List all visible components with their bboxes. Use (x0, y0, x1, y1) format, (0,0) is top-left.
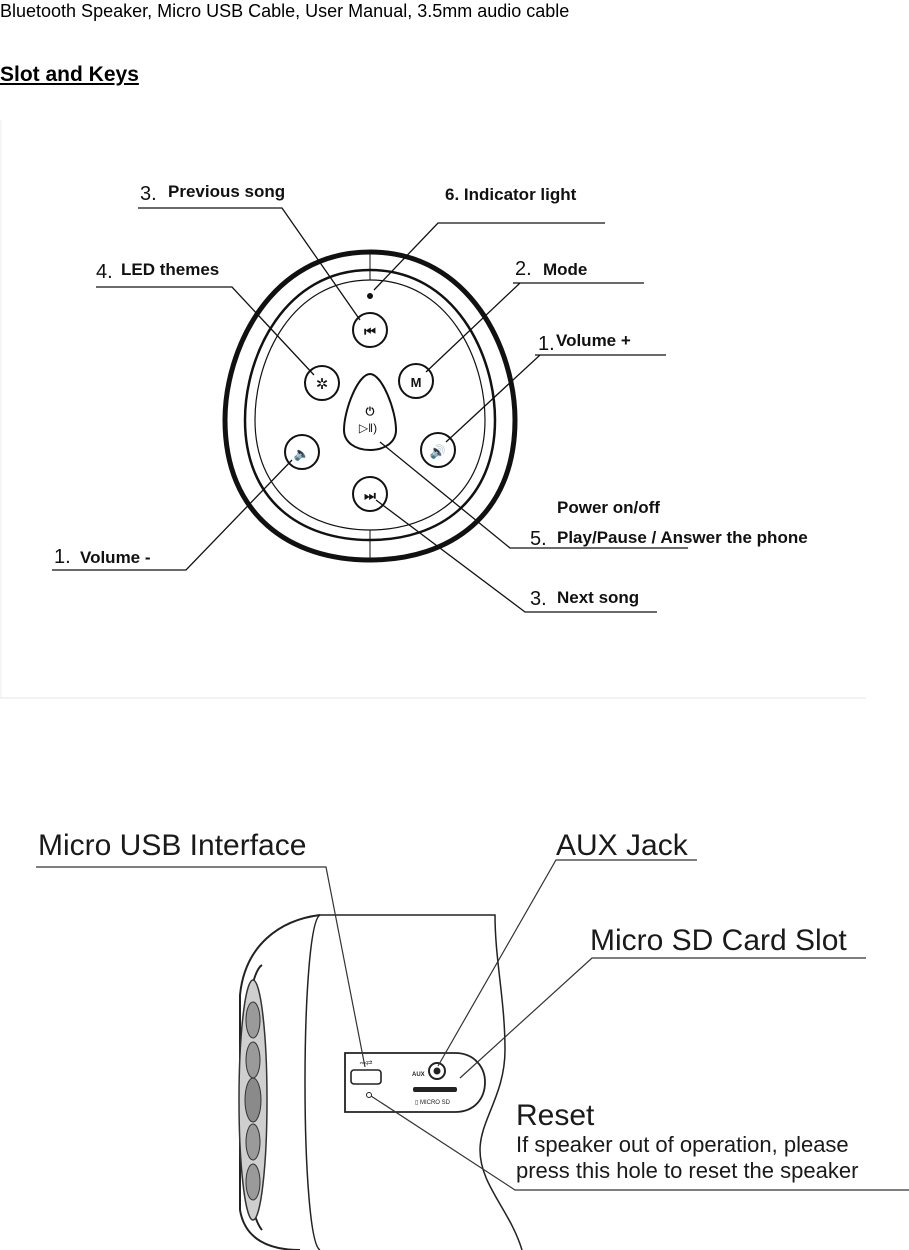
svg-text:⎓⇄: ⎓⇄ (360, 1058, 373, 1067)
volume-down-icon: 🔈 (284, 434, 320, 470)
next-song-icon: ⏭ (352, 476, 388, 512)
volume-down-number: 1. (54, 546, 71, 568)
svg-text:⏭: ⏭ (364, 488, 376, 503)
reset-description-line2: press this hole to reset the speaker (516, 1158, 858, 1183)
volume-up-number: 1. (538, 333, 555, 355)
led-themes-label: LED themes (121, 260, 219, 279)
svg-text:🔊: 🔊 (430, 443, 446, 460)
power-label: Power on/off (557, 498, 660, 517)
svg-text:M: M (411, 375, 422, 390)
next-song-number: 3. (530, 588, 547, 610)
svg-text:▯ MICRO SD: ▯ MICRO SD (415, 1100, 451, 1106)
slot-leader-lines (36, 859, 909, 1191)
intro-text: Bluetooth Speaker, Micro USB Cable, User… (0, 1, 570, 21)
svg-text:AUX: AUX (412, 1072, 425, 1078)
mode-label: Mode (543, 260, 587, 279)
leader-lines (52, 207, 688, 613)
next-song-label: Next song (557, 588, 639, 607)
keys-diagram: ⏮ ✲ M ⏻ ▷ǁ) 🔈 🔊 ⏭ 3. Previous song 6. In (0, 120, 866, 699)
previous-song-number: 3. (140, 183, 157, 205)
volume-up-label: Volume + (556, 331, 631, 350)
reset-description-line1: If speaker out of operation, please (516, 1132, 849, 1157)
previous-song-label: Previous song (168, 182, 285, 201)
port-panel: ⎓⇄ AUX ▯ MICRO SD (344, 1052, 486, 1113)
svg-text:⏮: ⏮ (364, 324, 376, 339)
sd-slot-icon (413, 1087, 457, 1092)
micro-usb-label: Micro USB Interface (38, 829, 306, 862)
play-pause-icon: ⏻ ▷ǁ) (342, 372, 398, 452)
sd-card-label: Micro SD Card Slot (590, 924, 847, 957)
mode-icon: M (398, 363, 434, 399)
previous-song-icon: ⏮ (352, 312, 388, 348)
play-pause-number: 5. (530, 528, 547, 550)
reset-label: Reset (516, 1099, 595, 1132)
svg-text:▷ǁ): ▷ǁ) (359, 421, 377, 435)
svg-text:🔈: 🔈 (294, 446, 310, 462)
svg-text:✲: ✲ (316, 376, 329, 393)
section-heading: Slot and Keys (0, 63, 139, 86)
indicator-light-label: 6. Indicator light (445, 185, 577, 204)
led-themes-number: 4. (96, 261, 113, 283)
mode-number: 2. (515, 258, 532, 280)
svg-text:⏻: ⏻ (366, 405, 375, 418)
aux-jack-label: AUX Jack (556, 829, 689, 862)
speaker-side-body (238, 914, 523, 1250)
play-pause-label: Play/Pause / Answer the phone (557, 528, 808, 547)
volume-down-label: Volume - (80, 548, 151, 567)
slots-diagram: ⎓⇄ AUX ▯ MICRO SD Micro USB Interface AU… (36, 829, 909, 1250)
micro-usb-port-icon (350, 1069, 382, 1085)
reset-hole-icon (366, 1092, 372, 1098)
speaker-front-body (222, 249, 518, 563)
